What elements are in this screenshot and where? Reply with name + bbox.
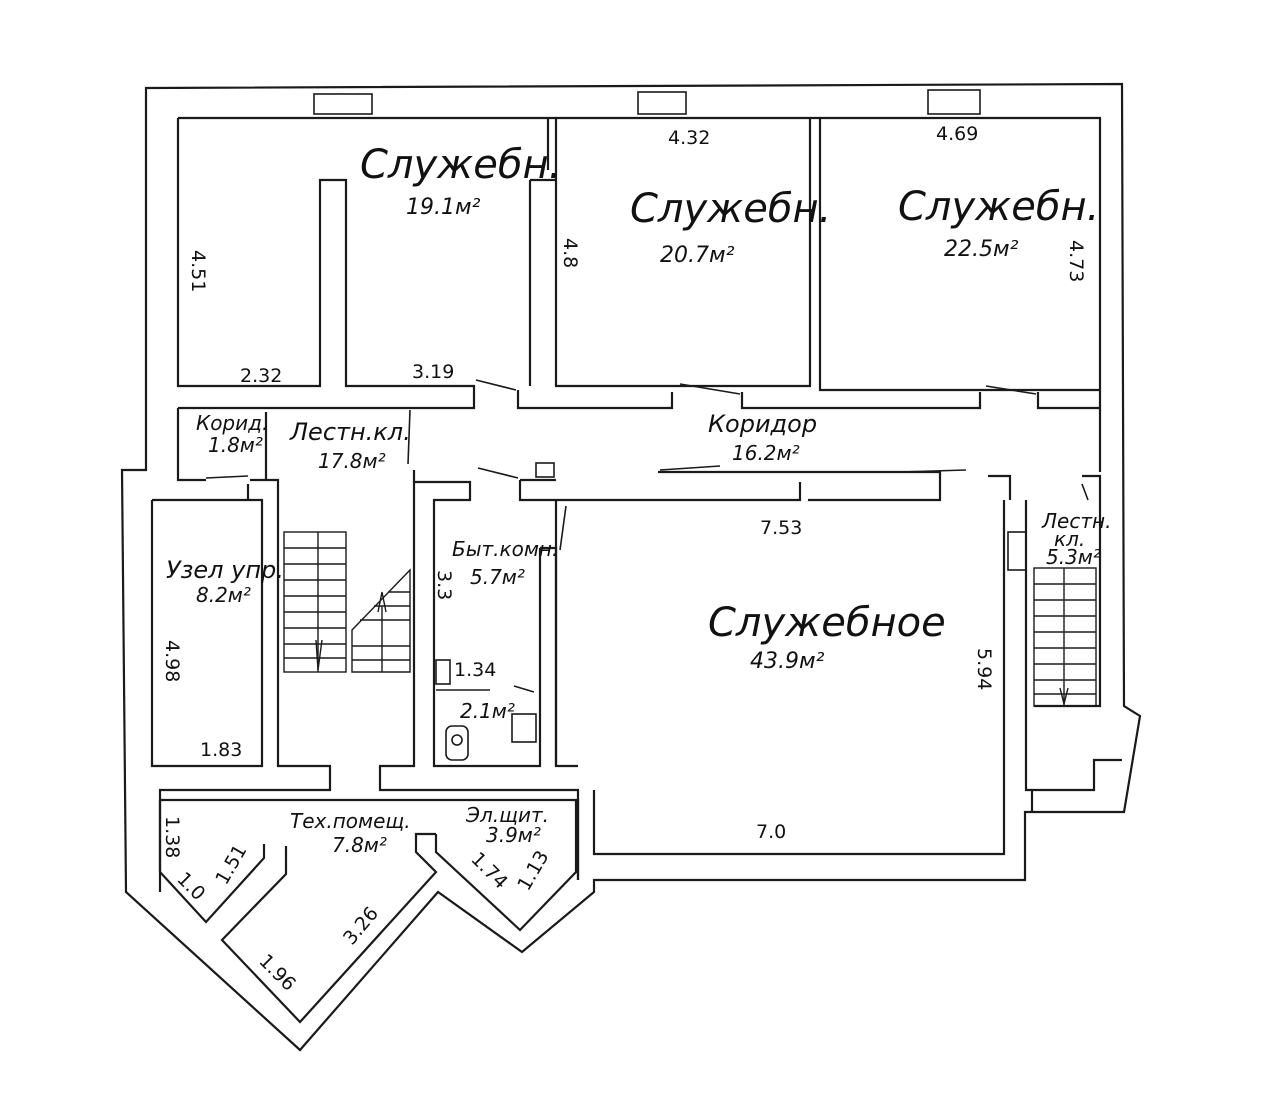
stairs-right [1033, 567, 1097, 707]
control-unit-label: Узел упр. [166, 556, 284, 584]
office-1-walls [176, 118, 550, 410]
tech-room-walls [158, 798, 580, 1024]
corridor-small-area: 1.8м² [208, 433, 263, 457]
stair-right-label-2: кл. [1054, 527, 1085, 551]
stair-right-label: Лестн. [1041, 509, 1111, 533]
main-office-walls [554, 500, 1102, 856]
corridor-area: 16.2м² [732, 441, 800, 465]
office-2-walls [516, 118, 812, 410]
corridor-south-wall [518, 470, 1102, 502]
dim-office-3-height: 4.73 [1065, 240, 1087, 282]
dim-tech-1: 1.38 [161, 816, 183, 858]
dim-tech-5: 1.96 [254, 950, 299, 995]
left-column-walls [150, 408, 332, 892]
dim-tech-4: 3.26 [339, 903, 383, 950]
corridor-label: Коридор [708, 410, 817, 438]
utility-area: 5.7м² [470, 565, 525, 589]
dim-office-1-right: 3.19 [412, 361, 454, 383]
dim-office-1-left: 2.32 [240, 365, 282, 387]
dim-utility-height: 3.3 [433, 570, 455, 600]
wc-fixtures [435, 659, 537, 761]
office-2-area: 20.7м² [660, 243, 735, 268]
stairs-left [283, 531, 411, 673]
office-3-label: Служебн. [898, 184, 1099, 230]
exterior-wall-outer [120, 82, 1142, 1052]
dim-office-1-height: 4.51 [187, 250, 209, 292]
dim-main-height: 5.94 [973, 648, 995, 690]
dim-electrical-2: 1.13 [513, 847, 553, 895]
stair-left-label: Лестн.кл. [289, 418, 411, 446]
tech-room-label: Тех.помещ. [290, 809, 411, 833]
dim-office-2-height: 4.8 [559, 238, 581, 268]
office-2-label: Служебн. [630, 186, 831, 232]
dim-wc-width: 1.34 [454, 659, 496, 681]
dim-control-height: 4.98 [161, 640, 183, 682]
tech-room-area: 7.8м² [332, 833, 387, 857]
door-swings [205, 379, 1089, 693]
stair-left-area: 17.8м² [318, 449, 386, 473]
electrical-area: 3.9м² [486, 823, 541, 847]
office-1-label: Служебн. [360, 142, 561, 188]
dim-control-width: 1.83 [200, 739, 242, 761]
exterior-wall-inner [178, 116, 1122, 812]
office-main-area: 43.9м² [750, 649, 825, 674]
electrical-label: Эл.щит. [465, 803, 549, 827]
dim-main-top: 7.53 [760, 517, 802, 539]
control-unit-area: 8.2м² [196, 583, 251, 607]
office-1-area: 19.1м² [406, 195, 481, 220]
dim-main-bottom: 7.0 [756, 821, 786, 843]
wc-area: 2.1м² [460, 699, 515, 723]
dim-office-2-width: 4.32 [668, 127, 710, 149]
office-main-label: Служебное [708, 600, 946, 646]
office-3-walls [740, 118, 1100, 410]
utility-label: Быт.комн. [452, 537, 558, 561]
stair-right-area: 5.3м² [1046, 545, 1101, 569]
dim-tech-2: 1.0 [172, 868, 209, 905]
dim-office-3-width: 4.69 [936, 123, 978, 145]
corridor-small-label: Корид. [196, 411, 268, 435]
office-3-area: 22.5м² [944, 237, 1019, 262]
dim-tech-3: 1.51 [211, 841, 251, 889]
